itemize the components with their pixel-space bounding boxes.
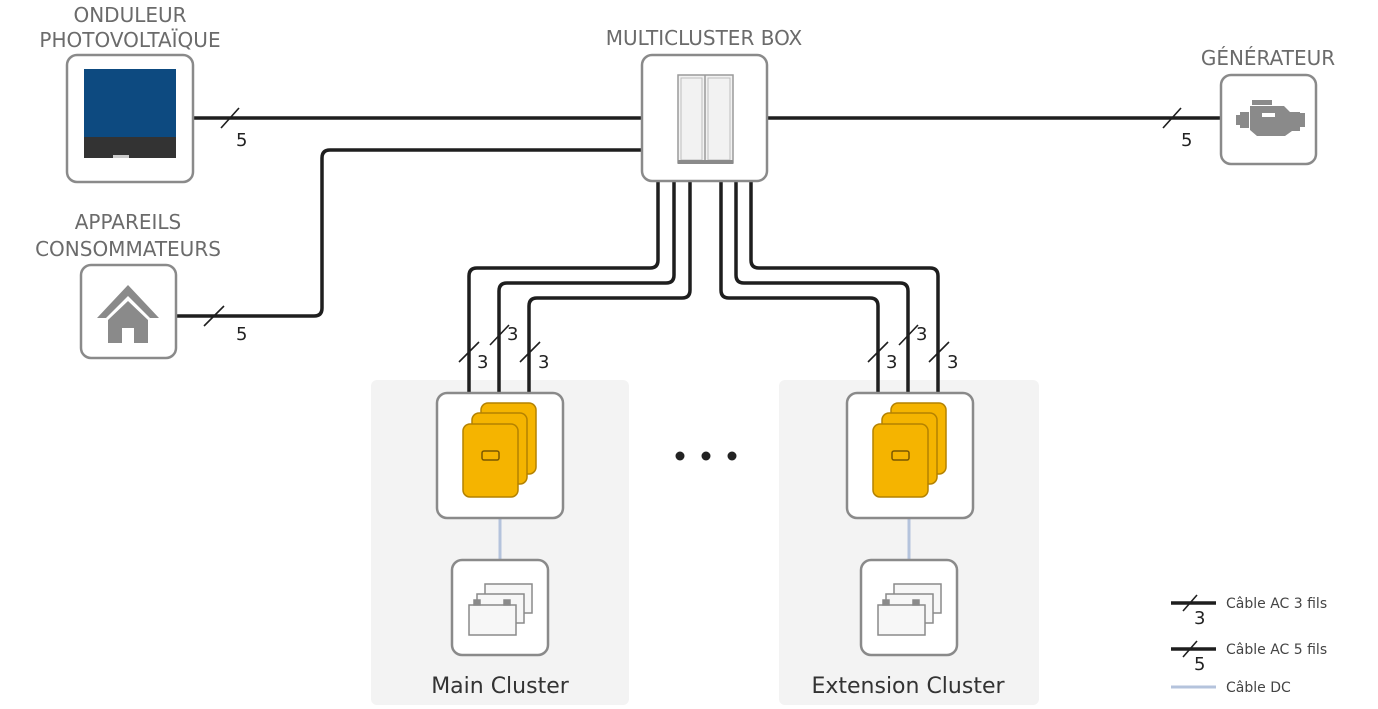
pv-inverter-icon	[84, 69, 176, 158]
main-battery-device	[450, 558, 550, 657]
sunny-island-icon	[462, 402, 537, 498]
generator-label: GÉNÉRATEUR	[1201, 46, 1335, 70]
engine-icon	[1236, 100, 1305, 136]
multicluster-box-device	[640, 53, 769, 183]
loads-label-line2: CONSOMMATEURS	[35, 237, 221, 261]
legend-item-ac5: 5 Câble AC 5 fils	[1171, 640, 1327, 675]
cable-count-ext-b: 3	[916, 324, 927, 345]
cable-main-c	[527, 181, 692, 393]
extension-inverter-device	[845, 391, 975, 520]
legend-label-ac3: Câble AC 3 fils	[1226, 596, 1327, 612]
cable-ext-b	[734, 181, 910, 393]
battery-icon	[468, 583, 533, 636]
cabinet-icon	[677, 74, 734, 164]
cable-count-generator: 5	[1181, 130, 1192, 151]
legend-label-ac5: Câble AC 5 fils	[1226, 642, 1327, 658]
sunny-island-icon	[872, 402, 947, 498]
pv-inverter-device	[65, 53, 195, 184]
loads-device	[79, 263, 178, 360]
house-icon	[97, 285, 159, 343]
box-label: MULTICLUSTER BOX	[606, 26, 803, 50]
cable-count-main-b: 3	[507, 324, 518, 345]
cable-main-a	[467, 181, 660, 393]
more-clusters-ellipsis	[675, 451, 737, 461]
cable-count-ext-c: 3	[947, 352, 958, 373]
ac-cables	[176, 116, 1221, 393]
cable-count-pv: 5	[236, 130, 247, 151]
cable-count-ext-a: 3	[886, 352, 897, 373]
cable-ticks	[203, 107, 1182, 363]
legend-item-dc: Câble DC	[1171, 680, 1291, 696]
legend-item-ac3: 3 Câble AC 3 fils	[1171, 594, 1327, 629]
cable-ext-a	[719, 181, 880, 393]
cable-loads-to-box	[176, 148, 642, 318]
battery-icon	[877, 583, 942, 636]
cable-count-loads: 5	[236, 324, 247, 345]
generator-device	[1219, 73, 1318, 166]
extension-cluster-label: Extension Cluster	[811, 674, 1005, 699]
cable-main-b	[497, 181, 676, 393]
legend-label-dc: Câble DC	[1226, 680, 1291, 696]
legend: 3 Câble AC 3 fils 5 Câble AC 5 fils Câbl…	[1171, 594, 1327, 696]
extension-battery-device	[859, 558, 959, 657]
cable-ext-c	[749, 181, 940, 393]
cable-count-main-c: 3	[538, 352, 549, 373]
main-cluster-label: Main Cluster	[431, 674, 570, 699]
cable-count-main-a: 3	[477, 352, 488, 373]
legend-symbol-ac3: 3	[1194, 608, 1205, 629]
loads-label-line1: APPAREILS	[75, 210, 181, 234]
pv-label-line1: ONDULEUR	[73, 3, 186, 27]
legend-symbol-ac5: 5	[1194, 654, 1205, 675]
main-inverter-device	[435, 391, 565, 520]
pv-label-line2: PHOTOVOLTAÏQUE	[39, 28, 220, 52]
